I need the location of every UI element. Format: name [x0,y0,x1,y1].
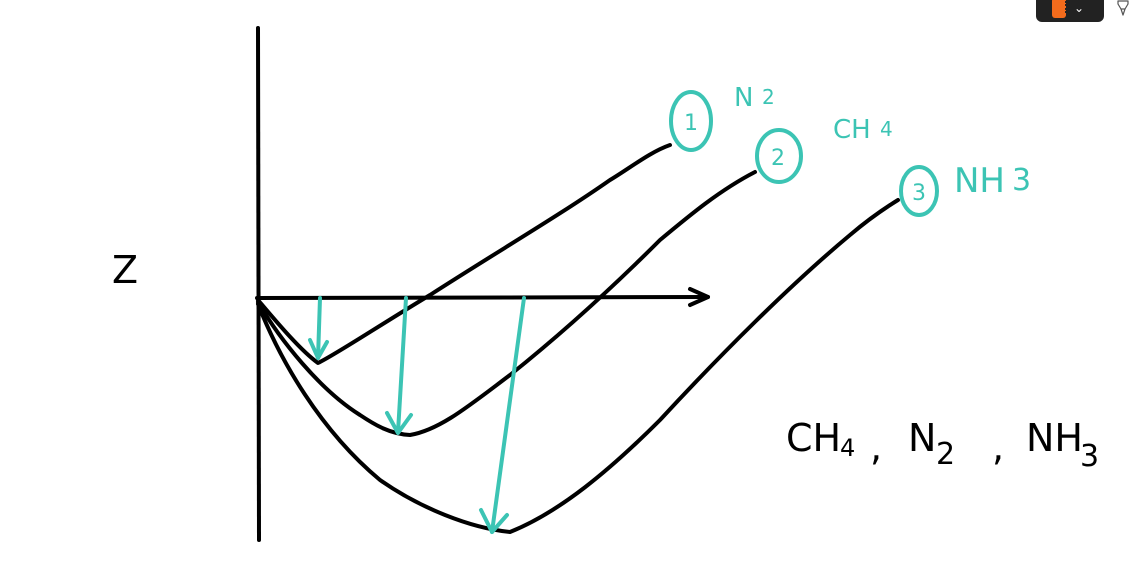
ordering-item-1-sub: 4 [840,434,855,462]
horizontal-axis-arrowhead [688,287,710,307]
arrow-minimum-3 [479,296,526,534]
recording-toolbar[interactable]: ⌄ [1036,0,1104,22]
ordering-item-2: N [908,416,936,460]
ordering-item-2-sub: 2 [936,437,955,472]
number-circle-3 [899,165,939,217]
curve-3-label: NH [954,161,1005,201]
ordering-separator-1: , [870,425,882,469]
vertical-axis [256,26,261,542]
number-circle-1 [669,90,713,152]
curve-3-nh3 [256,198,900,534]
curve-2-label: CH [833,115,871,145]
curve-1-tag: 1 N 2 [669,83,775,152]
ordering-item-3-sub: 3 [1080,439,1099,474]
ordering-item-1: CH [786,416,841,460]
curve-2-tag: 2 CH 4 [755,115,893,184]
curve-3-tag: 3 NH 3 [899,161,1031,217]
curve-1-label: N [734,83,753,113]
curve-1-subscript: 2 [762,85,775,109]
curve-2-number: 2 [771,146,785,171]
curve-1-number: 1 [684,111,698,136]
ordering-note: CH 4 , N 2 , NH 3 [786,416,1099,474]
z-axis-label: Z [112,248,138,292]
curve-1-n2 [256,143,672,365]
ordering-separator-2: , [992,425,1004,469]
arrow-minimum-1 [308,296,329,360]
chevron-down-icon[interactable]: ⌄ [1074,1,1085,15]
record-icon[interactable] [1052,0,1067,18]
horizontal-axis [255,295,710,300]
ordering-item-3: NH [1026,416,1083,460]
arrow-minimum-2 [385,296,413,435]
curve-2-ch4 [256,170,757,437]
number-circle-2 [755,128,803,184]
curve-3-number: 3 [912,181,926,206]
pen-icon[interactable] [1116,0,1130,16]
curve-2-subscript: 4 [880,117,893,141]
curve-3-subscript: 3 [1012,163,1031,198]
